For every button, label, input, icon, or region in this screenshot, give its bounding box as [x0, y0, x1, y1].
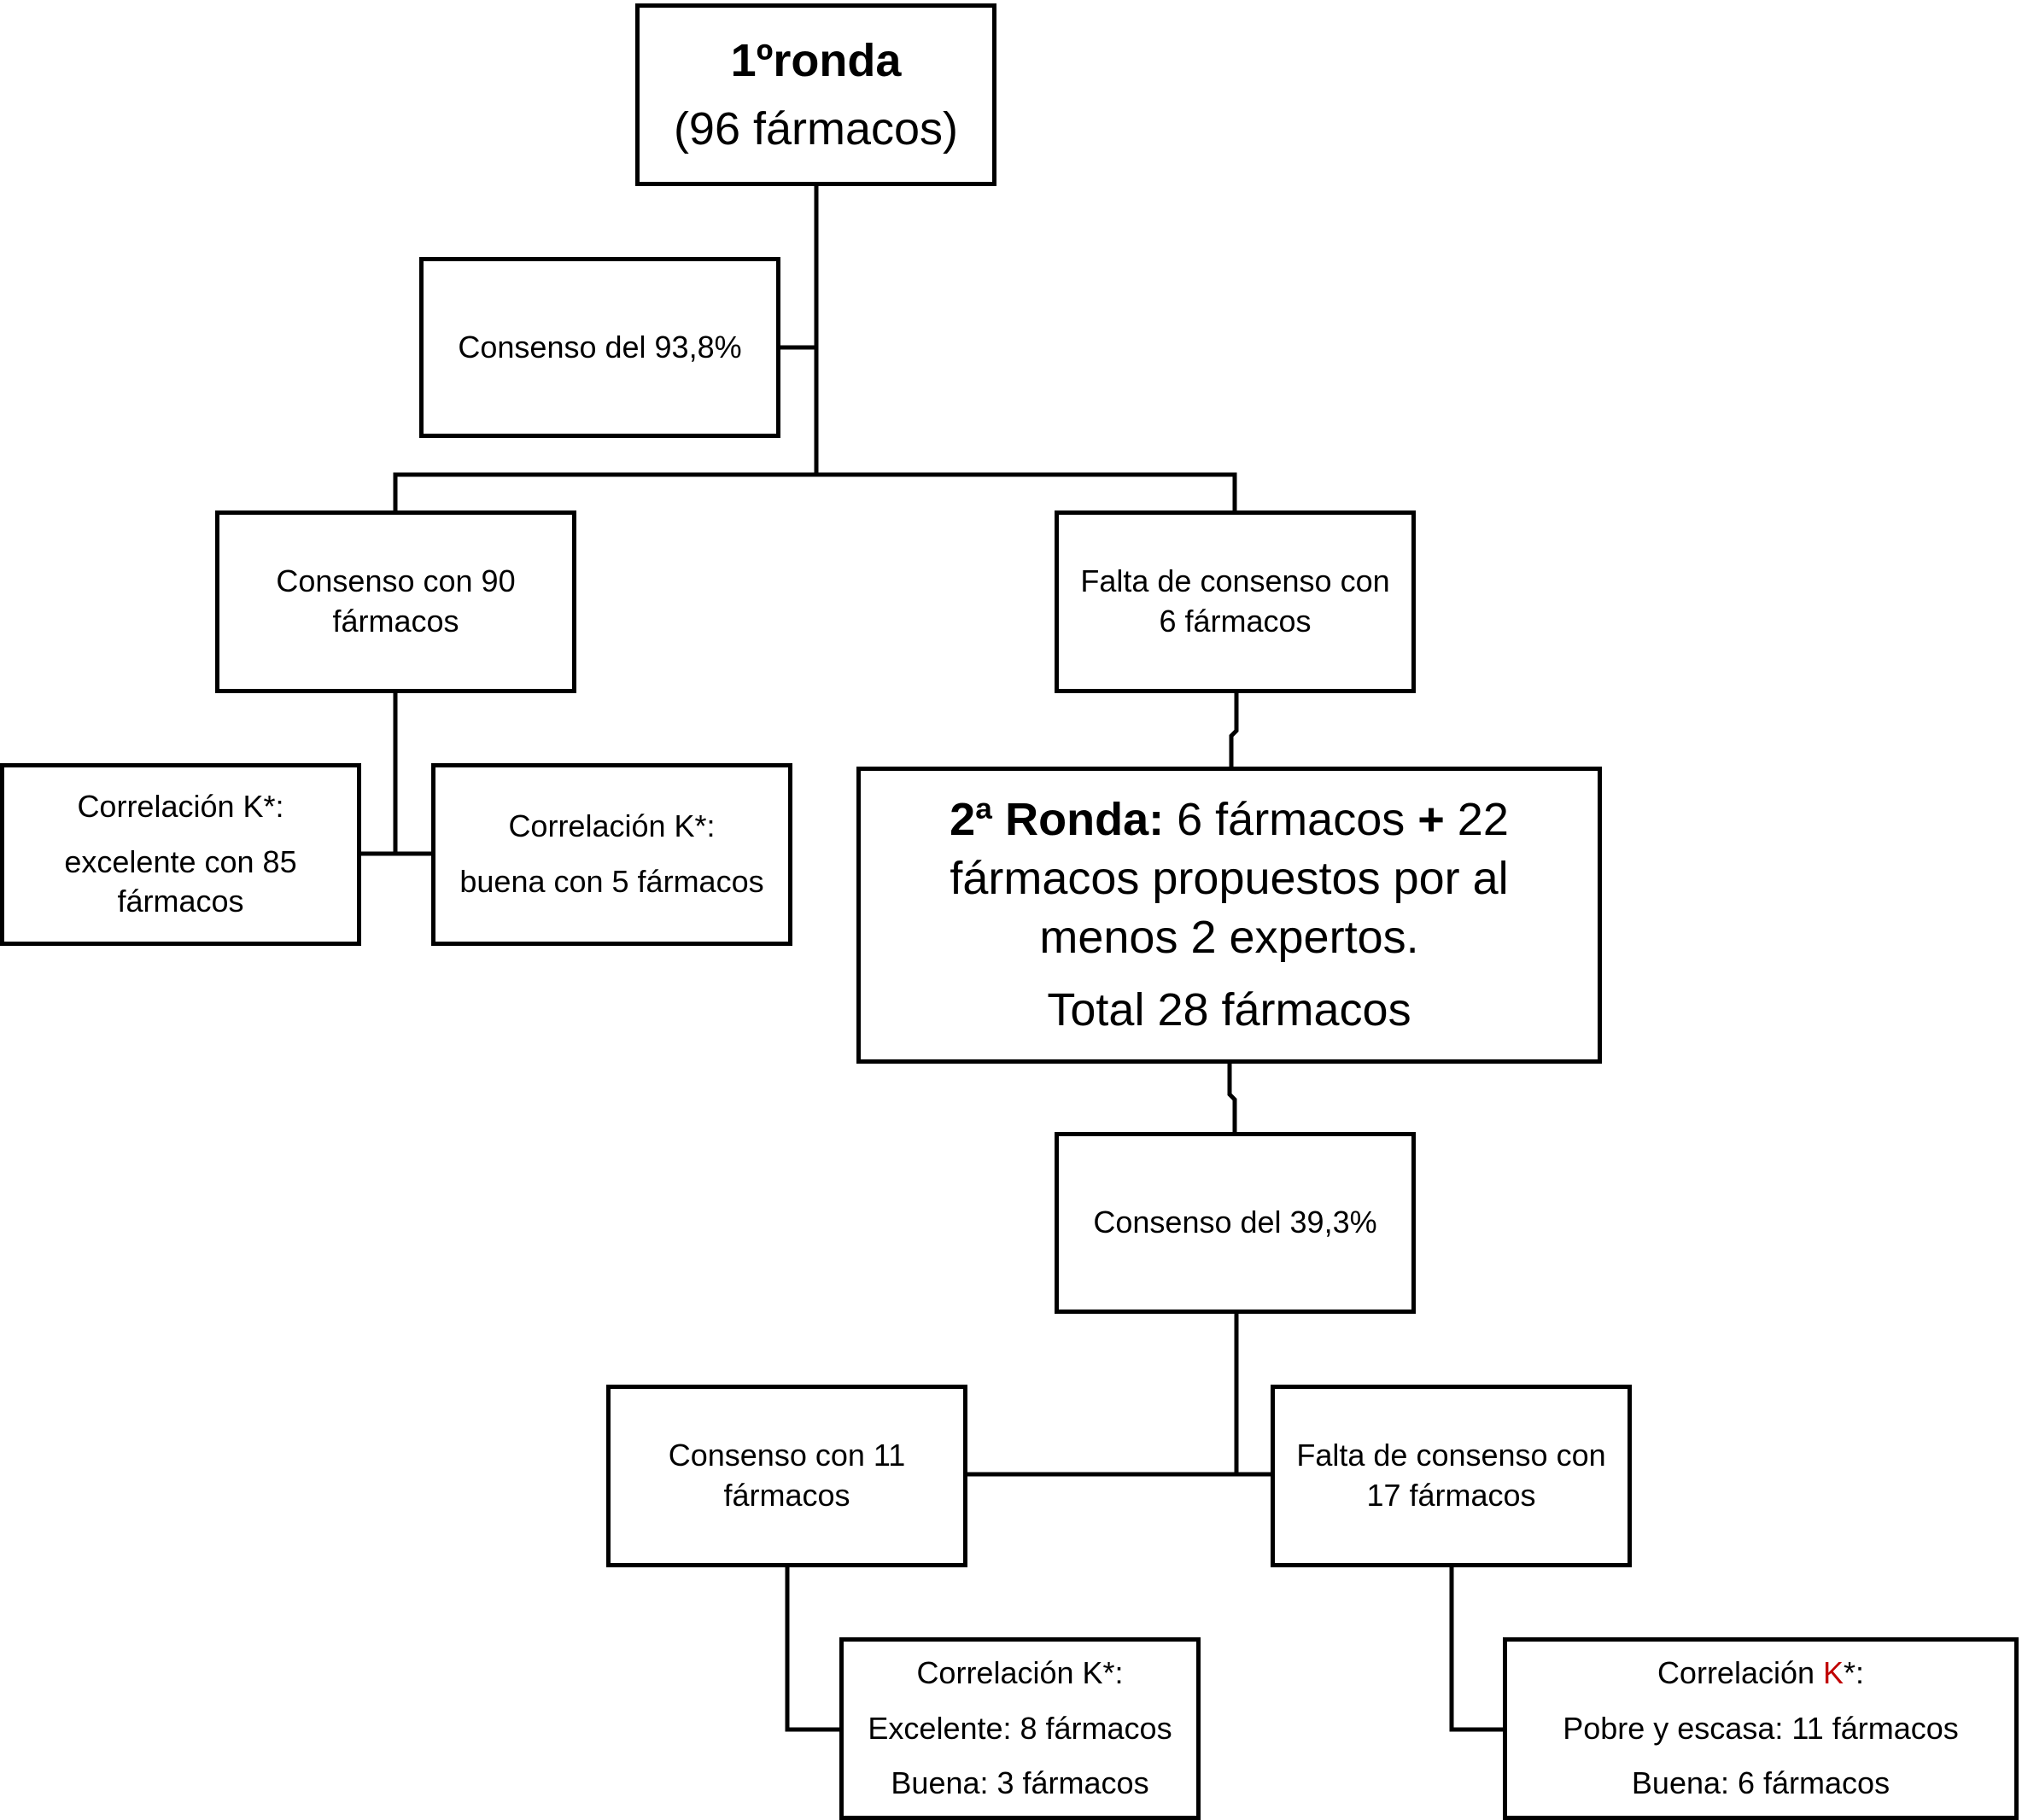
- corr11-line3: Buena: 3 fármacos: [891, 1765, 1149, 1801]
- corr-good5-box: Correlación K*: buena con 5 fármacos: [431, 763, 792, 946]
- round1-title: 1ºronda: [730, 34, 902, 86]
- corr-excellent85-line3: fármacos: [117, 884, 244, 919]
- consensus11-box: Consenso con 11 fármacos: [606, 1385, 967, 1567]
- corr11-box: Correlación K*: Excelente: 8 fármacos Bu…: [839, 1637, 1201, 1820]
- corr11-line2: Excelente: 8 fármacos: [868, 1710, 1172, 1746]
- round2-title-rest: 6 fármacos: [1164, 793, 1418, 845]
- lack6-line2: 6 fármacos: [1159, 604, 1312, 639]
- round2-line3: menos 2 expertos.: [1039, 912, 1419, 963]
- connector-lack6-round2: [1229, 689, 1239, 771]
- lack6-line1: Falta de consenso con: [1080, 563, 1390, 599]
- corr-excellent85-box: Correlación K*: excelente con 85 fármaco…: [0, 763, 361, 946]
- lack17-box: Falta de consenso con 17 fármacos: [1271, 1385, 1632, 1567]
- lack17-line1: Falta de consenso con: [1296, 1438, 1606, 1473]
- round1-box: 1ºronda (96 fármacos): [635, 3, 996, 186]
- corr17-line1: Correlación K*:: [1657, 1654, 1864, 1694]
- corr11-line1: Correlación K*:: [916, 1654, 1124, 1690]
- consensus90-box: Consenso con 90 fármacos: [215, 510, 576, 693]
- round2-title-line: 2ª Ronda: 6 fármacos + 22: [950, 790, 1509, 849]
- round2-title-bold: 2ª Ronda:: [950, 793, 1165, 845]
- round2-plus: +: [1417, 793, 1445, 845]
- consensus2-label: Consenso del 39,3%: [1093, 1205, 1377, 1240]
- round2-line2: fármacos propuestos por al: [950, 852, 1509, 904]
- consensus2-box: Consenso del 39,3%: [1055, 1132, 1416, 1314]
- corr17-line2: Pobre y escasa: 11 fármacos: [1563, 1710, 1959, 1746]
- corr17-box: Correlación K*: Pobre y escasa: 11 fárma…: [1503, 1637, 2019, 1820]
- connector-lack17-corr: [1449, 1563, 1508, 1732]
- round2-box: 2ª Ronda: 6 fármacos + 22 fármacos propu…: [856, 767, 1602, 1064]
- consensus1-label: Consenso del 93,8%: [458, 329, 742, 365]
- round2-title-end: 22: [1444, 793, 1509, 845]
- consensus11-line2: fármacos: [723, 1478, 850, 1513]
- corr17-line1-k: K: [1823, 1654, 1844, 1690]
- connector-consensus11-corr: [785, 1563, 845, 1732]
- consensus90-line2: fármacos: [332, 604, 459, 639]
- consensus1-box: Consenso del 93,8%: [419, 257, 780, 438]
- connector-round2-consensus2: [1227, 1059, 1237, 1136]
- round1-subtitle: (96 fármacos): [673, 103, 959, 155]
- lack6-box: Falta de consenso con 6 fármacos: [1055, 510, 1416, 693]
- round2-total: Total 28 fármacos: [1047, 984, 1411, 1036]
- corr-excellent85-line1: Correlación K*:: [77, 788, 284, 824]
- consensus11-line1: Consenso con 11: [668, 1438, 906, 1473]
- lack17-line2: 17 fármacos: [1366, 1478, 1536, 1513]
- corr17-line1-b: *:: [1844, 1654, 1865, 1690]
- corr-good5-line1: Correlación K*:: [508, 808, 716, 844]
- corr17-line3: Buena: 6 fármacos: [1631, 1765, 1891, 1801]
- corr-good5-line2: buena con 5 fármacos: [459, 864, 764, 899]
- corr17-line1-a: Correlación: [1657, 1654, 1824, 1690]
- corr-excellent85-line2: excelente con 85: [64, 843, 297, 879]
- consensus90-line1: Consenso con 90: [276, 563, 516, 599]
